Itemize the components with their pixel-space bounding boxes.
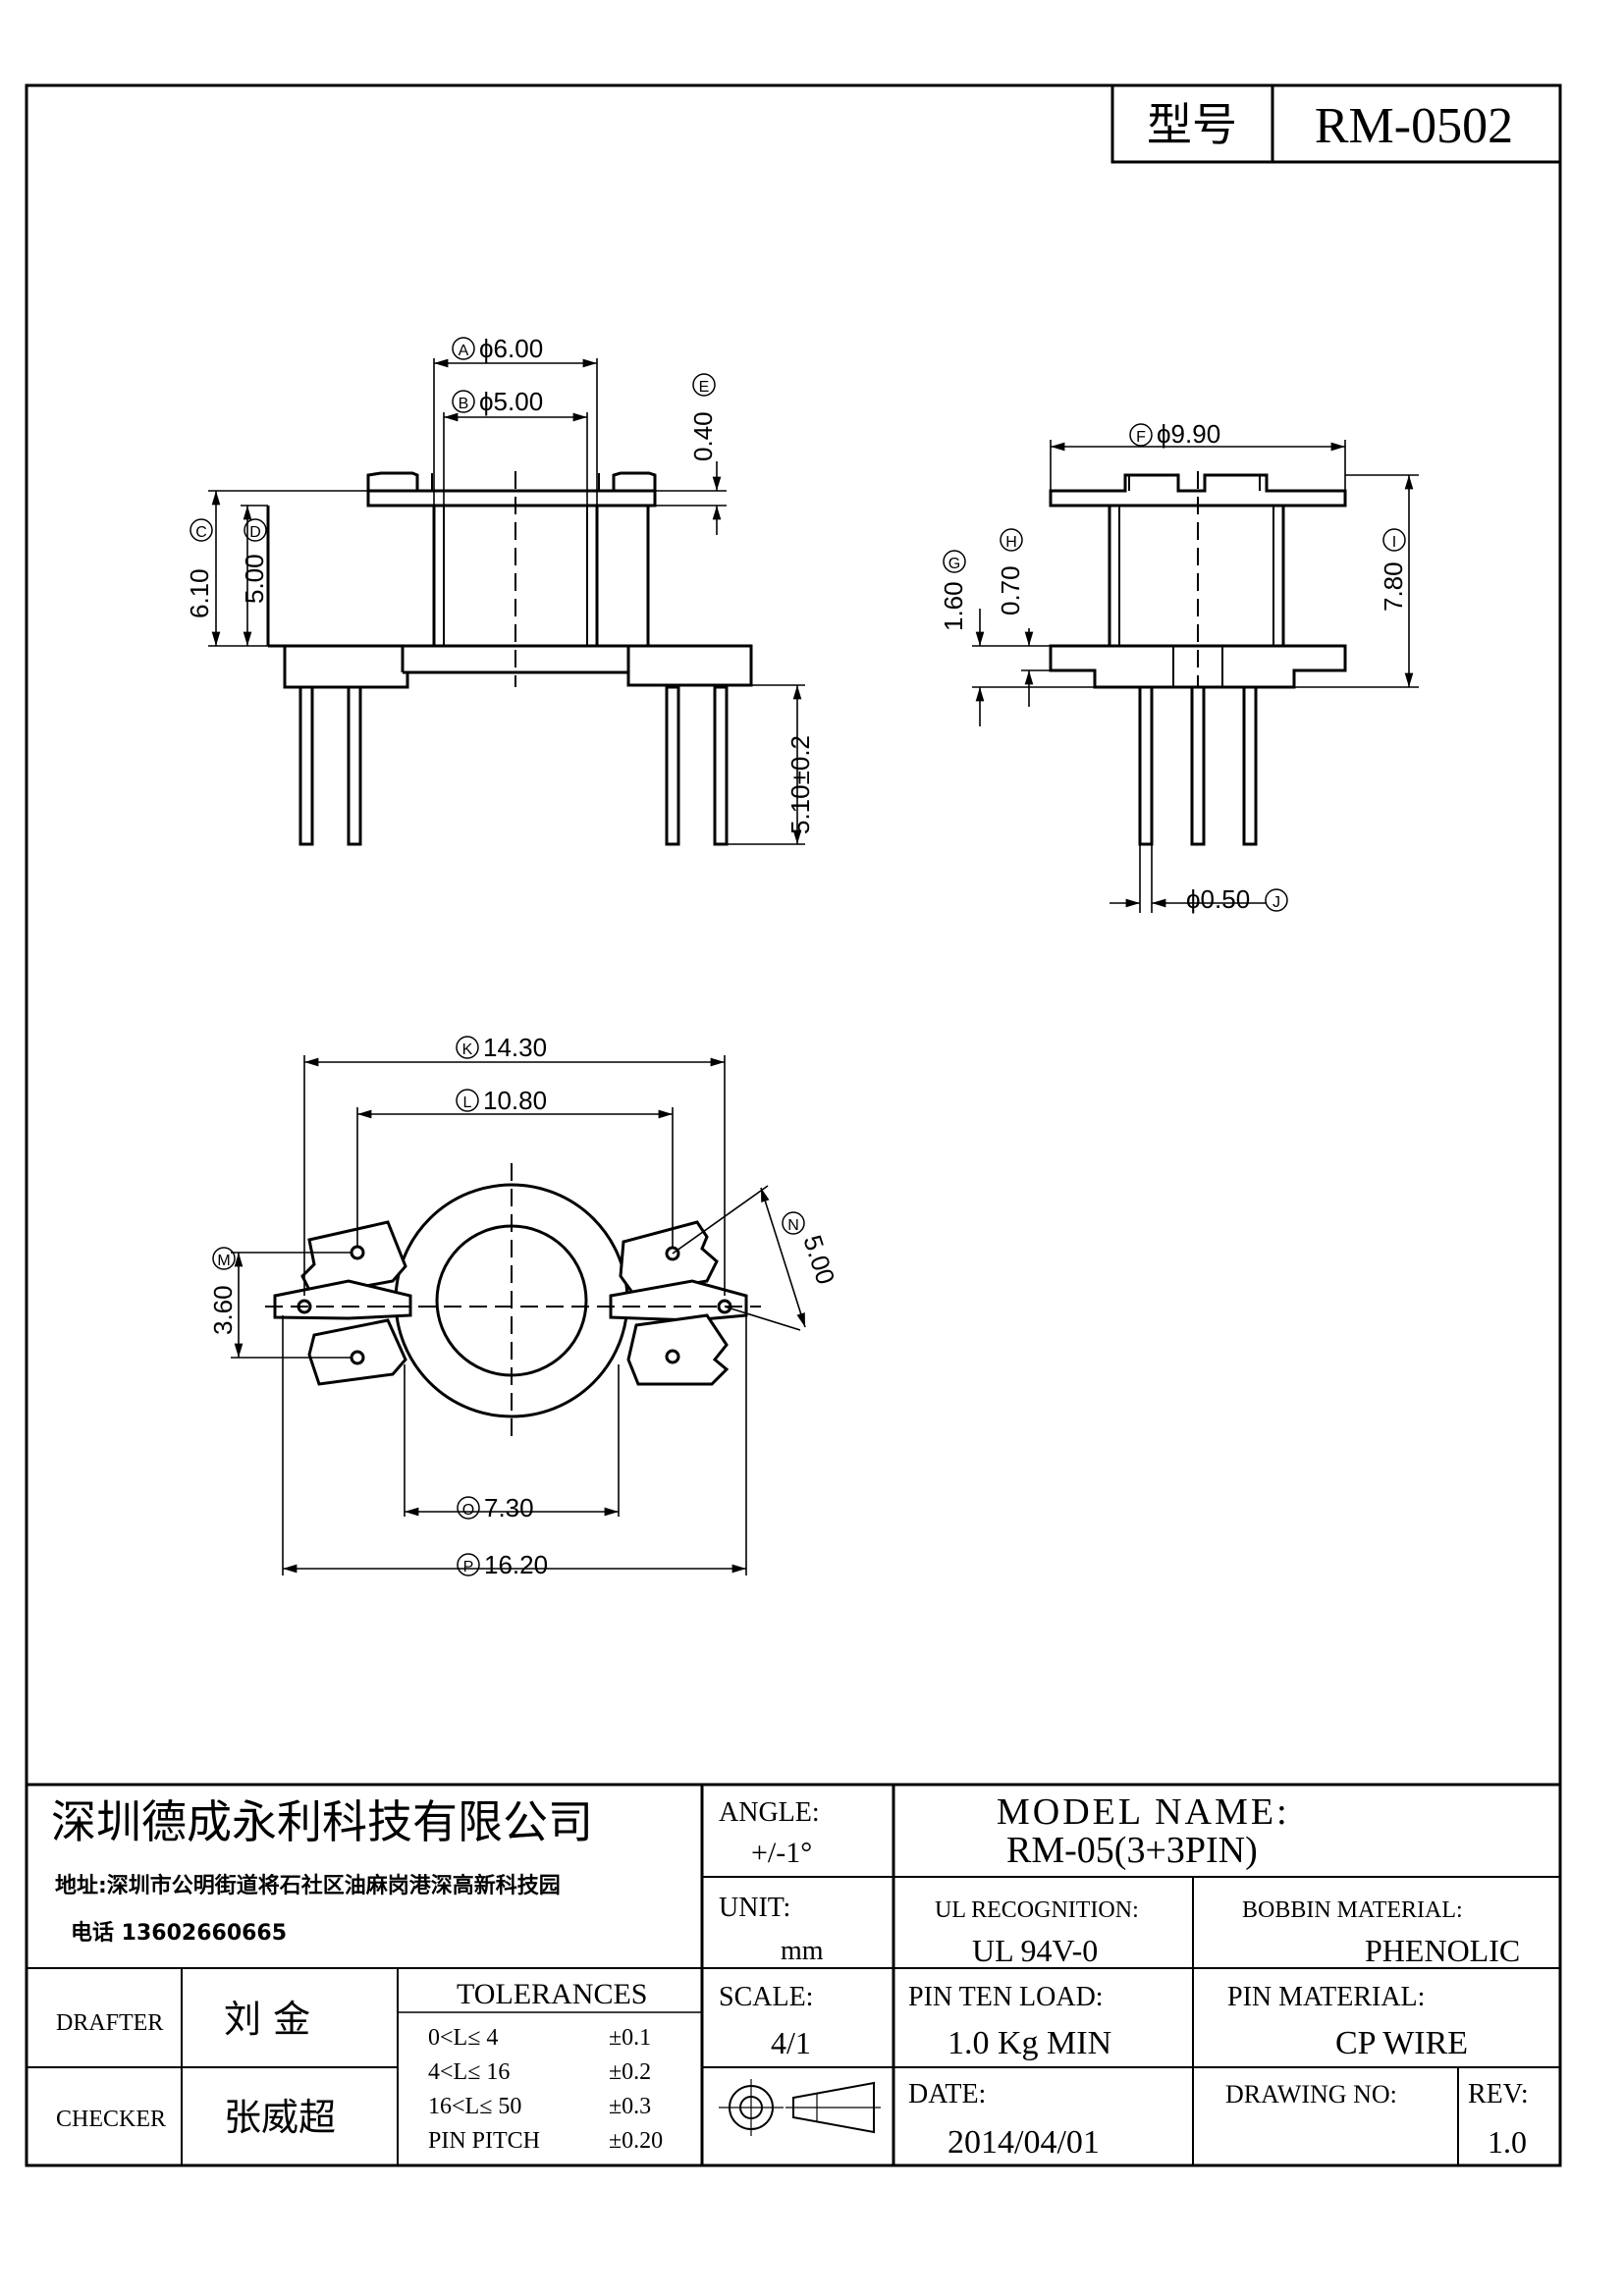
date-value: 2014/04/01 xyxy=(947,2124,1100,2161)
svg-text:B: B xyxy=(459,396,469,412)
company-name: 深圳德成永利科技有限公司 xyxy=(51,1795,593,1848)
dim-L: 10.80 xyxy=(483,1086,547,1115)
unit-label: UNIT: xyxy=(719,1893,790,1923)
svg-text:L: L xyxy=(463,1095,472,1111)
dim-P: 16.20 xyxy=(484,1550,548,1579)
svg-text:E: E xyxy=(699,379,710,396)
model-label: 型号 xyxy=(1147,98,1237,151)
dim-N: 5.00 xyxy=(797,1232,840,1288)
model-number: RM-0502 xyxy=(1315,98,1513,154)
tolerance-value-1: ±0.1 xyxy=(609,2025,651,2051)
tolerance-range-4: PIN PITCH xyxy=(428,2128,540,2154)
model-name-label: MODEL NAME: xyxy=(997,1791,1290,1833)
dim-K: 14.30 xyxy=(483,1033,547,1062)
dim-A: ϕ6.00 xyxy=(479,334,543,363)
model-box: 型号 RM-0502 xyxy=(1110,83,1562,164)
pin-load-value: 1.0 Kg MIN xyxy=(947,2025,1111,2061)
front-view-labels: A ϕ6.00 B ϕ5.00 C 6.10 D 5.00 E 0.40 5.1… xyxy=(185,334,815,834)
dim-pin-length: 5.10±0.2 xyxy=(785,735,815,834)
drafter-value: 刘 金 xyxy=(224,1998,310,2041)
ul-label: UL RECOGNITION: xyxy=(935,1897,1139,1923)
drafter-label: DRAFTER xyxy=(56,2010,163,2036)
title-block-text: 深圳德成永利科技有限公司 地址:深圳市公明街道将石社区油麻岗港深高新科技园 电话… xyxy=(51,1791,1529,2161)
dim-F: ϕ9.90 xyxy=(1157,419,1220,449)
company-phone: 电话 13602660665 xyxy=(71,1921,287,1946)
svg-text:G: G xyxy=(948,556,960,572)
dim-B: ϕ5.00 xyxy=(479,387,543,416)
tolerance-value-3: ±0.3 xyxy=(609,2094,651,2119)
ul-value: UL 94V-0 xyxy=(972,1933,1098,1968)
unit-value: mm xyxy=(781,1936,824,1966)
dim-G: 1.60 xyxy=(939,581,968,631)
bobbin-material-label: BOBBIN MATERIAL: xyxy=(1242,1897,1463,1923)
dim-D: 5.00 xyxy=(240,554,269,604)
dim-J: ϕ0.50 xyxy=(1186,884,1250,914)
front-view-dims xyxy=(208,358,805,845)
pin-material-value: CP WIRE xyxy=(1335,2025,1468,2061)
svg-text:D: D xyxy=(249,524,261,541)
projection-symbol-icon xyxy=(719,2079,881,2136)
date-label: DATE: xyxy=(908,2079,986,2109)
tolerance-value-4: ±0.20 xyxy=(609,2128,663,2154)
svg-text:F: F xyxy=(1136,429,1146,446)
sheet-border xyxy=(25,83,1562,2167)
checker-value: 张威超 xyxy=(224,2096,336,2139)
pin-load-label: PIN TEN LOAD: xyxy=(908,1982,1104,2012)
title-block xyxy=(27,1783,1560,2165)
tolerance-range-3: 16<L≤ 50 xyxy=(428,2094,521,2119)
svg-text:M: M xyxy=(217,1253,230,1269)
angle-value: +/-1° xyxy=(751,1837,812,1869)
bottom-view-labels: K 14.30 L 10.80 M 3.60 N 5.00 O 7.30 P 1… xyxy=(208,1033,840,1579)
pin-material-label: PIN MATERIAL: xyxy=(1227,1982,1425,2012)
dim-M: 3.60 xyxy=(208,1285,238,1335)
svg-text:K: K xyxy=(462,1041,473,1058)
drawing-no-label: DRAWING NO: xyxy=(1225,2080,1397,2109)
svg-text:O: O xyxy=(462,1502,474,1519)
svg-text:A: A xyxy=(459,343,469,359)
svg-text:J: J xyxy=(1272,894,1280,911)
rev-label: REV: xyxy=(1468,2079,1529,2109)
company-address: 地址:深圳市公明街道将石社区油麻岗港深高新科技园 xyxy=(55,1873,561,1898)
tolerance-range-2: 4<L≤ 16 xyxy=(428,2059,510,2085)
model-name-value: RM-05(3+3PIN) xyxy=(1006,1830,1258,1871)
tolerances-label: TOLERANCES xyxy=(457,1978,647,2010)
front-view xyxy=(266,471,753,846)
side-view-labels: F ϕ9.90 G 1.60 H 0.70 I 7.80 ϕ0.50 J xyxy=(939,419,1408,914)
svg-text:I: I xyxy=(1392,534,1396,551)
rev-value: 1.0 xyxy=(1488,2124,1527,2160)
svg-text:H: H xyxy=(1005,534,1017,551)
dim-H: 0.70 xyxy=(996,565,1025,615)
dim-C: 6.10 xyxy=(185,568,214,618)
side-view-dims xyxy=(972,440,1419,913)
svg-text:N: N xyxy=(787,1217,799,1234)
angle-label: ANGLE: xyxy=(719,1797,820,1828)
bottom-view-dims xyxy=(231,1055,806,1575)
tolerance-range-1: 0<L≤ 4 xyxy=(428,2025,498,2051)
svg-text:C: C xyxy=(195,524,207,541)
dim-I: 7.80 xyxy=(1379,561,1408,612)
side-view xyxy=(1049,471,1347,846)
svg-text:P: P xyxy=(463,1559,474,1575)
bobbin-material-value: PHENOLIC xyxy=(1365,1933,1520,1968)
scale-value: 4/1 xyxy=(771,2025,811,2060)
dim-E: 0.40 xyxy=(688,411,718,461)
tolerance-value-2: ±0.2 xyxy=(609,2059,651,2085)
bottom-view xyxy=(265,1163,761,1443)
scale-label: SCALE: xyxy=(719,1982,813,2012)
checker-label: CHECKER xyxy=(56,2107,166,2132)
dim-O: 7.30 xyxy=(484,1493,534,1522)
